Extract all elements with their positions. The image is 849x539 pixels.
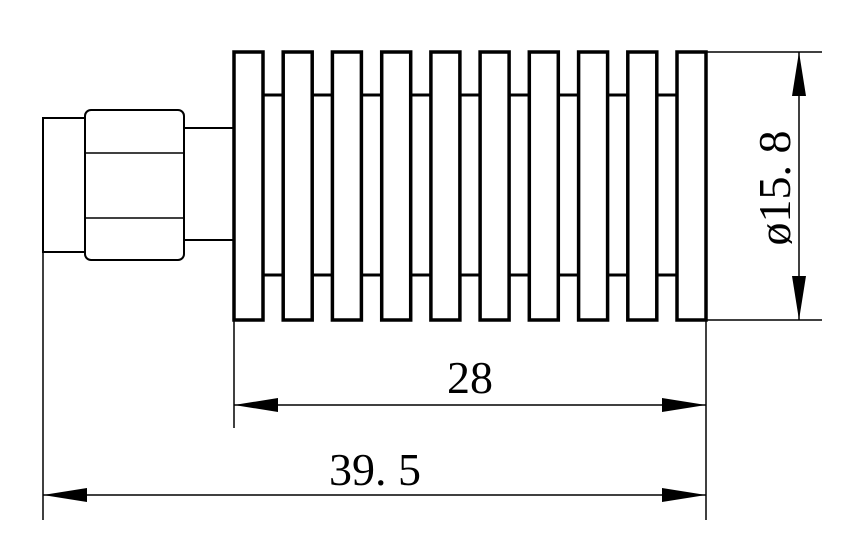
arrow-right-39-5 bbox=[662, 488, 706, 502]
dimension-label-diameter: ø15. 8 bbox=[749, 131, 800, 246]
arrow-right-28 bbox=[662, 398, 706, 412]
dimension-39-5: 39. 5 bbox=[43, 444, 706, 502]
heatsink-body bbox=[232, 50, 708, 322]
hex-nut bbox=[84, 109, 185, 261]
extension-lines bbox=[42, 51, 822, 520]
heatsink-fin bbox=[429, 50, 462, 322]
heatsink-fin bbox=[478, 50, 511, 322]
heatsink-fin bbox=[379, 50, 413, 322]
heatsink-fin bbox=[232, 50, 265, 322]
dimension-label-39-5: 39. 5 bbox=[329, 444, 421, 495]
dimension-diameter: ø15. 8 bbox=[749, 52, 806, 320]
heatsink-fins bbox=[232, 50, 708, 322]
heatsink-fin bbox=[576, 50, 610, 322]
dimension-label-28: 28 bbox=[447, 352, 493, 403]
arrow-bottom-diameter bbox=[792, 276, 806, 320]
dimension-28: 28 bbox=[234, 352, 706, 412]
arrow-left-28 bbox=[234, 398, 278, 412]
arrow-top-diameter bbox=[792, 52, 806, 96]
heatsink-fin bbox=[330, 50, 364, 322]
heatsink-fin bbox=[281, 50, 314, 322]
heatsink-fin bbox=[527, 50, 561, 322]
heatsink-fin bbox=[626, 50, 659, 322]
sma-connector bbox=[42, 109, 234, 261]
heatsink-fin bbox=[675, 50, 708, 322]
arrow-left-39-5 bbox=[43, 488, 87, 502]
